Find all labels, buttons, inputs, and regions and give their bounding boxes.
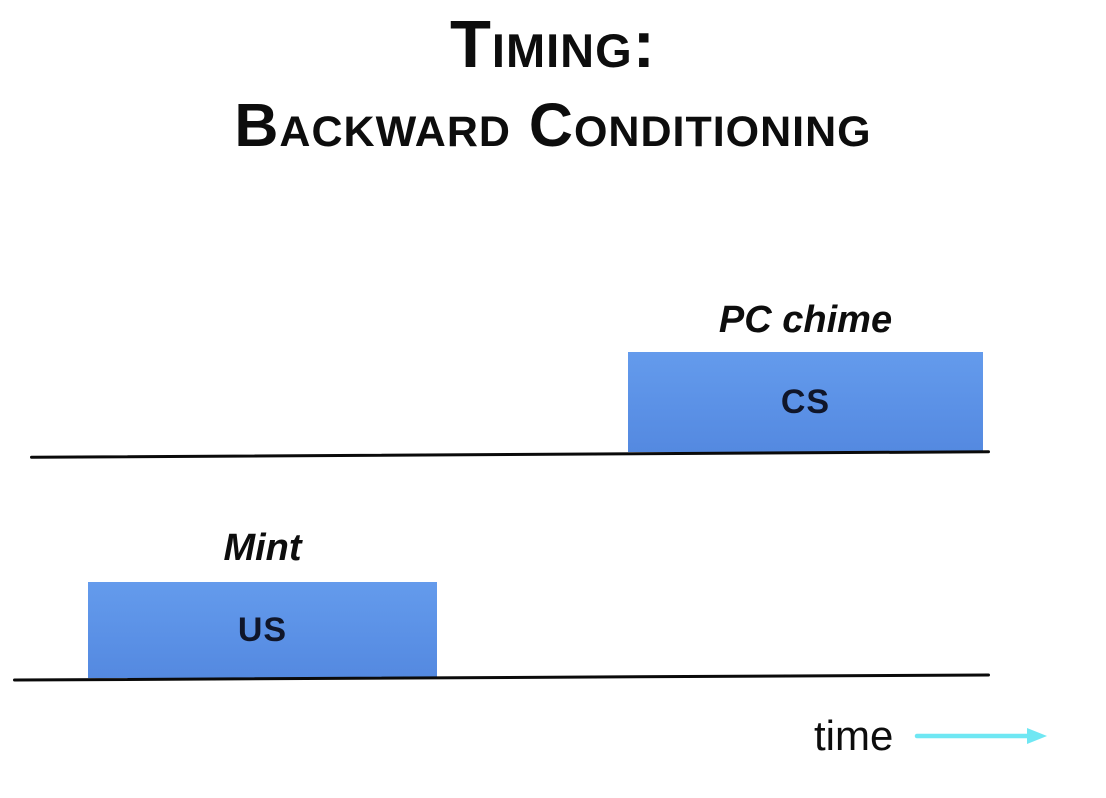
time-arrow-icon <box>914 728 1047 744</box>
cs-bar-label: CS <box>780 382 831 421</box>
time-axis-label: time <box>814 712 894 759</box>
cs-stimulus-label: PC chime <box>718 299 893 341</box>
us-stimulus-label: Mint <box>223 527 302 569</box>
us-bar-label: US <box>237 610 288 649</box>
page-title-line1: Timing: <box>449 7 656 82</box>
cs-bar: CS <box>628 352 983 452</box>
page-title-line2: Backward Conditioning <box>234 91 872 159</box>
us-bar: US <box>88 582 437 678</box>
cs-timeline-line <box>29 450 991 459</box>
